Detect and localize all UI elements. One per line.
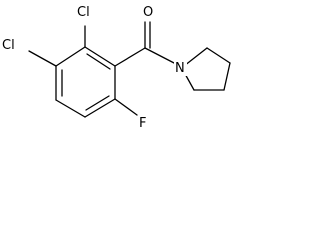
bond-c6-cl	[28, 50, 57, 67]
ring-bond-c4-c5	[55, 99, 86, 118]
atom-labels: Cl Cl O N F	[0, 1, 187, 131]
oxygen-label: O	[143, 5, 153, 20]
pyrrolidine-bond-c1-c2	[206, 47, 231, 64]
cl-left-label-bg	[0, 34, 20, 52]
ring-bond-c6-c1	[55, 46, 86, 67]
oxygen-label-bg	[142, 1, 155, 19]
ring-double-inner-c1-c2	[86, 53, 111, 70]
fluorine-label-bg	[138, 113, 149, 131]
cl-left-label: Cl	[2, 38, 15, 53]
cl-top-label-bg	[76, 1, 95, 19]
pyrrolidine-bond-n-c1	[183, 47, 208, 67]
pyrrolidine-bond-c2-c3	[223, 62, 231, 91]
cl-top-label: Cl	[77, 5, 90, 20]
ring-double-inner-c3-c4	[85, 95, 110, 111]
bond-carbonyl-nitrogen	[144, 47, 177, 65]
fluorine-label: F	[139, 116, 146, 131]
bonds	[28, 21, 231, 118]
bond-c3-f	[114, 98, 138, 116]
nitrogen-label: N	[175, 61, 185, 76]
ring-bond-c3-c4	[84, 98, 116, 118]
ring-bond-c1-c2	[84, 46, 116, 67]
nitrogen-label-bg	[174, 58, 187, 76]
bond-ring-carbonyl	[114, 47, 146, 67]
molecule-structure: Cl Cl O N F	[0, 1, 231, 131]
